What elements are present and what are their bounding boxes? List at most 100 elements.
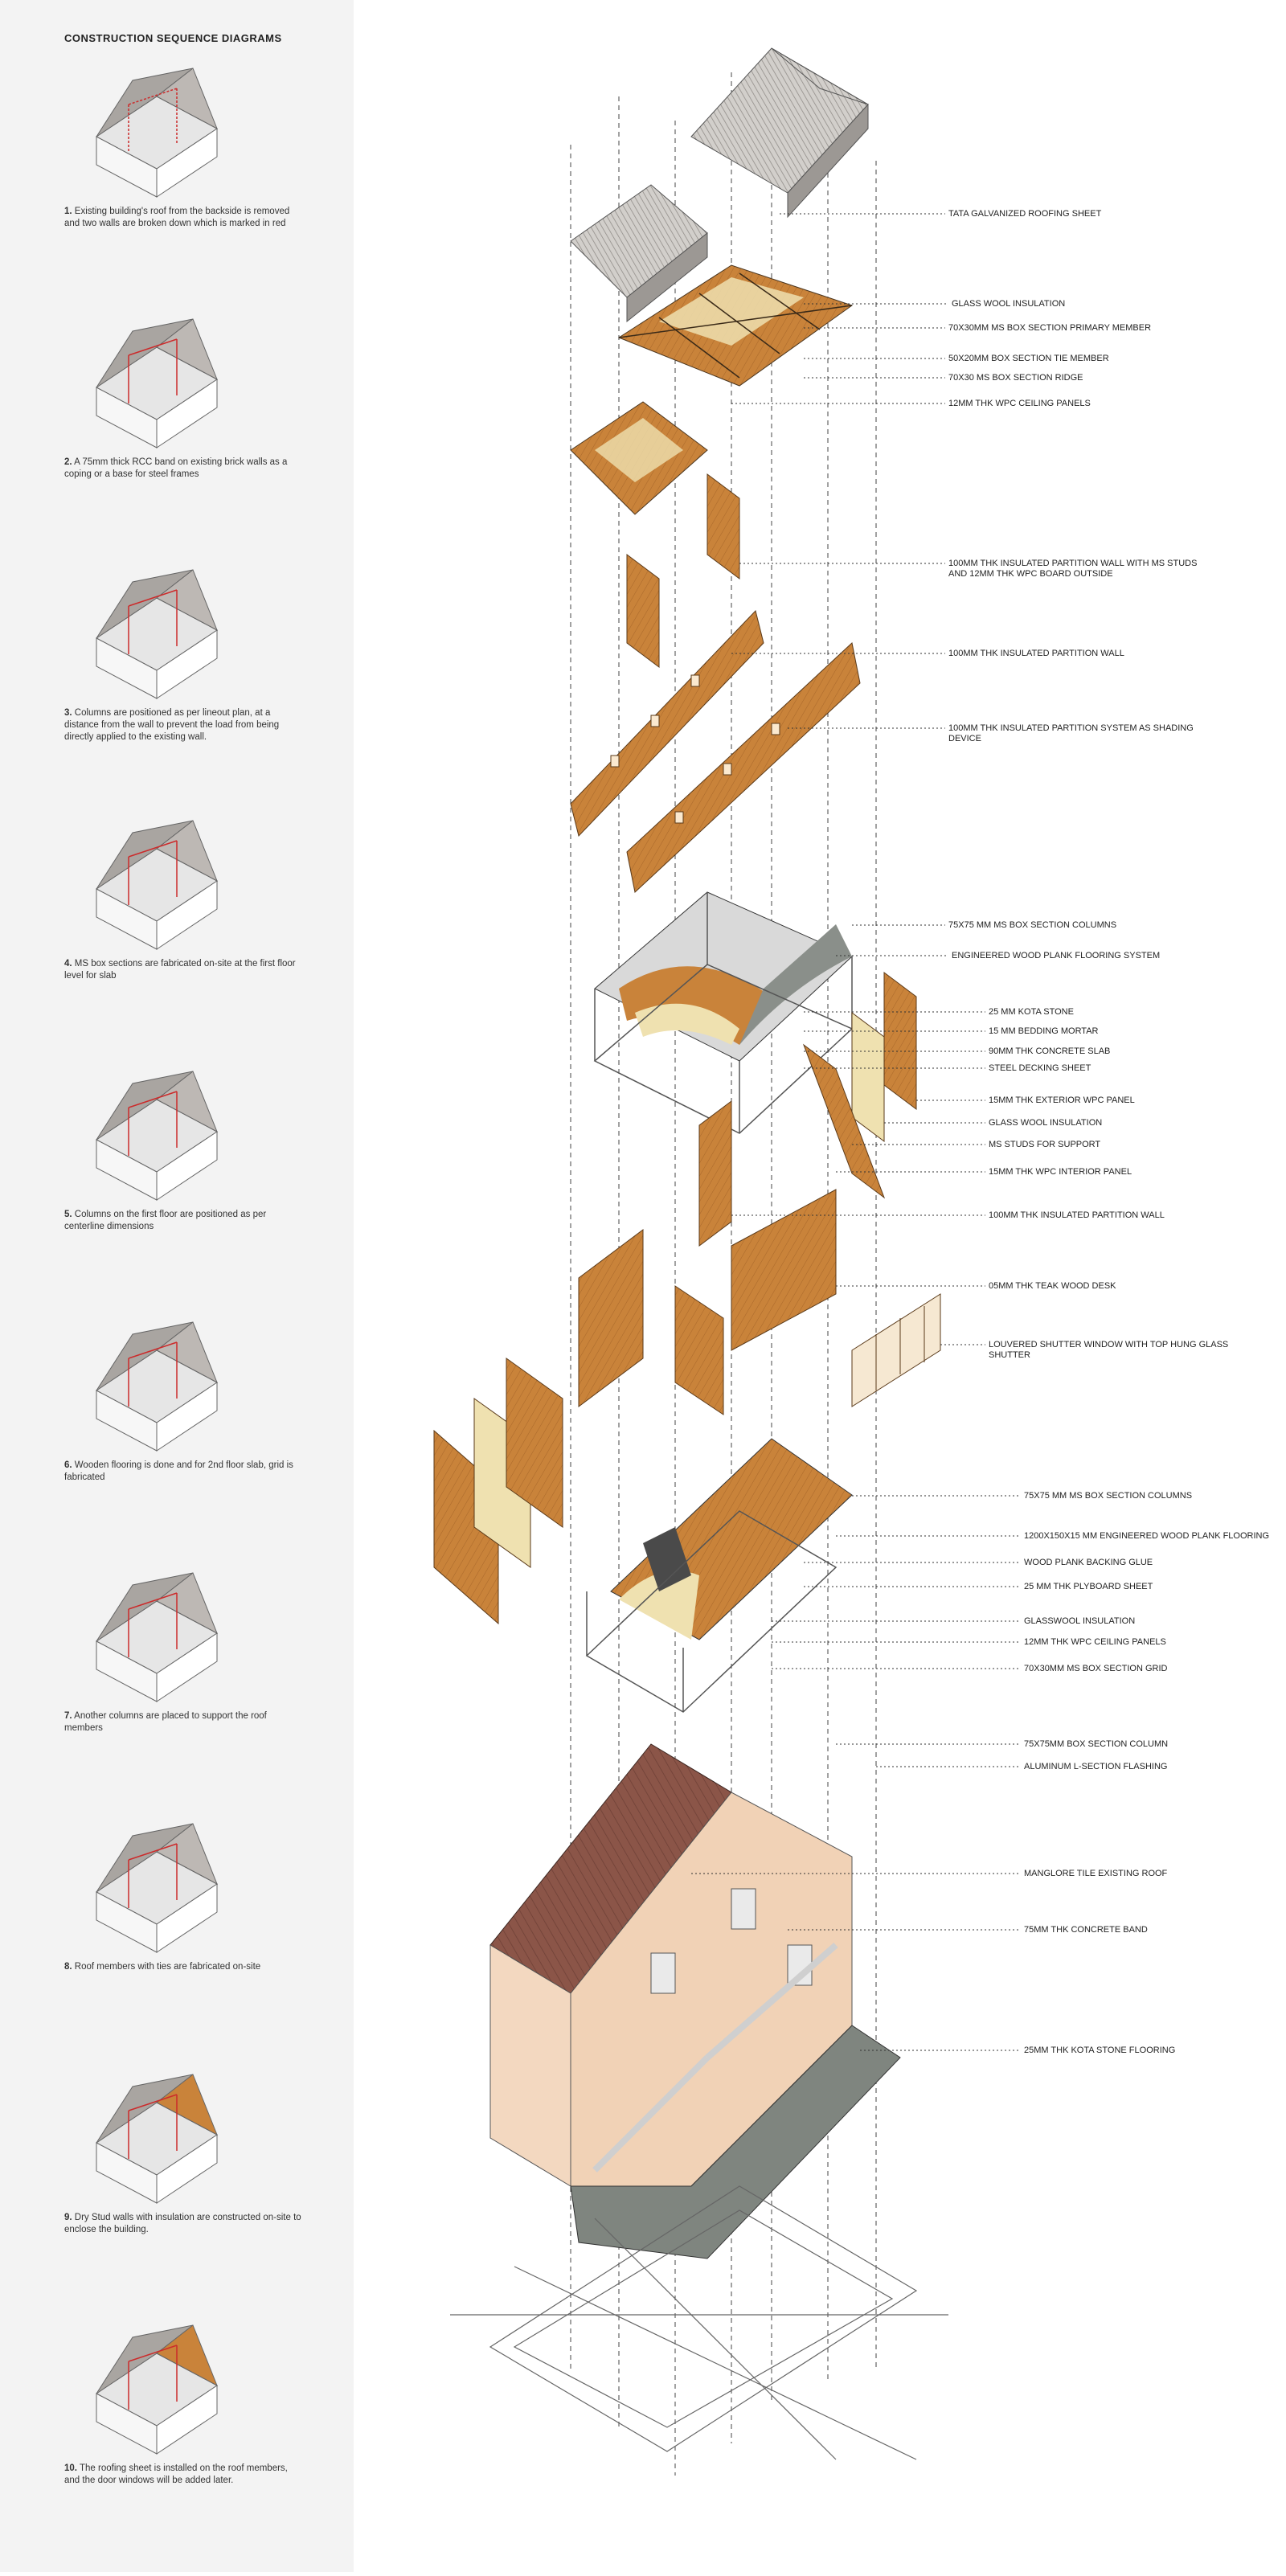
step-caption: 7. Another columns are placed to support… [64, 1710, 305, 1734]
callout-label-9: 100MM THK INSULATED PARTITION SYSTEM AS … [948, 723, 1194, 743]
step-thumbnail [96, 318, 218, 448]
callout-leaders [691, 213, 1021, 2051]
step-caption: 5. Columns on the first floor are positi… [64, 1209, 305, 1233]
step-thumbnail [96, 1823, 218, 1953]
callout-label-12: 25 MM KOTA STONE [989, 1007, 1074, 1017]
step-number: 5. [64, 1210, 72, 1219]
first-floor-slab [593, 891, 854, 1134]
sequence-sidebar: CONSTRUCTION SEQUENCE DIAGRAMS 1. Existi… [0, 0, 354, 2572]
plinth-plan [450, 2185, 948, 2460]
step-number: 10. [64, 2463, 77, 2473]
roofing-sheet [570, 47, 869, 323]
step-number: 8. [64, 1962, 72, 1972]
callout-label-24: 1200X150X15 MM ENGINEERED WOOD PLANK FLO… [1024, 1531, 1270, 1541]
step-text: MS box sections are fabricated on-site a… [64, 959, 296, 981]
callout-label-26: 25 MM THK PLYBOARD SHEET [1024, 1582, 1153, 1591]
callout-label-18: MS STUDS FOR SUPPORT [989, 1140, 1101, 1149]
sequence-step-10: 10. The roofing sheet is installed on th… [64, 2313, 305, 2487]
callout-label-1: TATA GALVANIZED ROOFING SHEET [948, 209, 1102, 219]
callout-label-16: 15MM THK EXTERIOR WPC PANEL [989, 1096, 1135, 1105]
step-caption: 4. MS box sections are fabricated on-sit… [64, 958, 305, 982]
sidebar-title: CONSTRUCTION SEQUENCE DIAGRAMS [64, 32, 282, 44]
highlight-marks [128, 2094, 178, 2159]
highlight-marks [128, 840, 178, 905]
sequence-step-2: 2. A 75mm thick RCC band on existing bri… [64, 307, 305, 481]
sequence-step-9: 9. Dry Stud walls with insulation are co… [64, 2062, 305, 2236]
sequence-step-6: 6. Wooden flooring is done and for 2nd f… [64, 1310, 305, 1484]
callout-label-30: 75X75MM BOX SECTION COLUMN [1024, 1739, 1169, 1749]
callout-label-23: 75X75 MM MS BOX SECTION COLUMNS [1024, 1491, 1193, 1501]
step-thumbnail [96, 1321, 218, 1452]
sequence-step-3: 3. Columns are positioned as per lineout… [64, 558, 305, 743]
side-panels-left [433, 1358, 563, 1625]
callout-label-21: 05MM THK TEAK WOOD DESK [989, 1281, 1116, 1291]
step-caption: 3. Columns are positioned as per lineout… [64, 707, 305, 743]
callout-label-28: 12MM THK WPC CEILING PANELS [1024, 1637, 1166, 1647]
sequence-step-4: 4. MS box sections are fabricated on-sit… [64, 809, 305, 982]
step-thumbnail [96, 569, 218, 699]
step-caption: 2. A 75mm thick RCC band on existing bri… [64, 457, 305, 481]
callout-label-25: WOOD PLANK BACKING GLUE [1024, 1558, 1153, 1567]
highlight-marks [128, 1592, 178, 1657]
step-number: 3. [64, 708, 72, 718]
step-text: Dry Stud walls with insulation are const… [64, 2213, 301, 2234]
callout-label-32: MANGLORE TILE EXISTING ROOF [1024, 1869, 1168, 1878]
highlight-marks [128, 1091, 178, 1156]
mid-level-elements [578, 1189, 941, 1415]
step-text: A 75mm thick RCC band on existing brick … [64, 457, 288, 479]
callout-label-7: 100MM THK INSULATED PARTITION WALL WITH … [948, 559, 1198, 579]
step-text: Existing building's roof from the backsi… [64, 207, 290, 228]
step-text: Roof members with ties are fabricated on… [72, 1962, 261, 1972]
callout-label-31: ALUMINUM L-SECTION FLASHING [1024, 1762, 1168, 1771]
step-thumbnail [96, 2324, 218, 2455]
exterior-panels [698, 972, 917, 1247]
step-thumbnail [96, 1071, 218, 1201]
step-thumbnail [96, 820, 218, 950]
step-caption: 9. Dry Stud walls with insulation are co… [64, 2212, 305, 2236]
sequence-step-8: 8. Roof members with ties are fabricated… [64, 1812, 305, 1973]
callout-label-10: 75X75 MM MS BOX SECTION COLUMNS [948, 920, 1117, 930]
step-text: Columns are positioned as per lineout pl… [64, 708, 280, 742]
callout-label-17: GLASS WOOL INSULATION [989, 1118, 1103, 1128]
step-thumbnail [96, 1572, 218, 1702]
step-text: The roofing sheet is installed on the ro… [64, 2463, 288, 2485]
sequence-step-5: 5. Columns on the first floor are positi… [64, 1059, 305, 1233]
step-number: 7. [64, 1711, 72, 1721]
step-number: 6. [64, 1460, 72, 1470]
highlight-marks [128, 589, 178, 654]
step-number: 9. [64, 2213, 72, 2222]
exploded-axonometric: TATA GALVANIZED ROOFING SHEET GLASS WOOL … [354, 0, 1286, 2572]
callout-label-3: 70X30MM MS BOX SECTION PRIMARY MEMBER [948, 323, 1152, 333]
axonometric-drawing [433, 47, 1021, 2476]
highlight-marks [128, 338, 178, 403]
callout-label-22: LOUVERED SHUTTER WINDOW WITH TOP HUNG GL… [989, 1340, 1229, 1360]
step-text: Another columns are placed to support th… [64, 1711, 267, 1733]
highlight-marks [128, 88, 178, 153]
highlight-marks [128, 1843, 178, 1908]
roof-framing [570, 264, 854, 515]
callout-label-15: STEEL DECKING SHEET [989, 1063, 1091, 1073]
highlight-marks [128, 2345, 178, 2410]
callout-label-8: 100MM THK INSULATED PARTITION WALL [948, 649, 1124, 658]
callout-label-4: 50X20MM BOX SECTION TIE MEMBER [948, 354, 1109, 363]
callout-label-29: 70X30MM MS BOX SECTION GRID [1024, 1664, 1168, 1673]
step-caption: 1. Existing building's roof from the bac… [64, 206, 305, 230]
callout-label-13: 15 MM BEDDING MORTAR [989, 1026, 1099, 1036]
callout-label-20: 100MM THK INSULATED PARTITION WALL [989, 1210, 1165, 1220]
step-caption: 10. The roofing sheet is installed on th… [64, 2463, 305, 2487]
step-number: 1. [64, 207, 72, 216]
callout-label-6: 12MM THK WPC CEILING PANELS [948, 399, 1091, 408]
callout-label-19: 15MM THK WPC INTERIOR PANEL [989, 1167, 1132, 1177]
callout-label-14: 90MM THK CONCRETE SLAB [989, 1046, 1111, 1056]
existing-building [489, 1743, 901, 2259]
step-thumbnail [96, 68, 218, 198]
step-number: 4. [64, 959, 72, 969]
sequence-step-7: 7. Another columns are placed to support… [64, 1561, 305, 1734]
step-caption: 6. Wooden flooring is done and for 2nd f… [64, 1460, 305, 1484]
step-number: 2. [64, 457, 72, 467]
sequence-step-1: 1. Existing building's roof from the bac… [64, 56, 305, 230]
callout-label-34: 25MM THK KOTA STONE FLOORING [1024, 2046, 1176, 2055]
second-floor-slab [585, 1438, 853, 1713]
highlight-marks [128, 1341, 178, 1407]
partition-walls [570, 473, 861, 893]
